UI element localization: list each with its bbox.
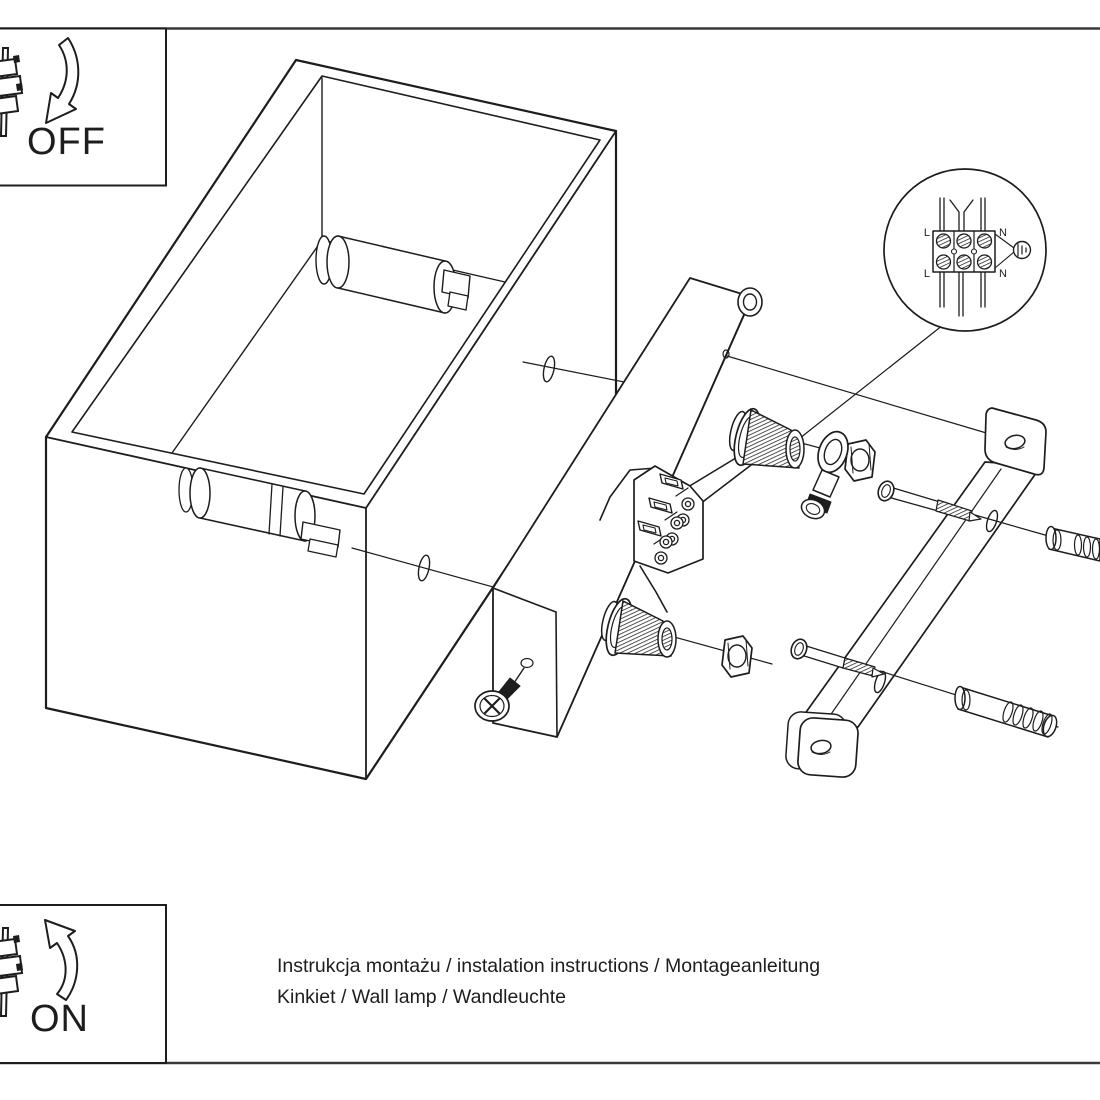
detail-leader-line <box>794 324 944 443</box>
screw-pilot-hole <box>520 657 534 669</box>
bracket-slot-upper <box>985 509 999 533</box>
on-label: ON <box>30 998 89 1040</box>
earth-ground-icon <box>1012 240 1032 260</box>
exploded-view: L N L N <box>44 58 1100 781</box>
caption: Instrukcja montażu / instalation instruc… <box>277 955 820 1008</box>
plate-keyhole <box>722 349 730 359</box>
terminal-wire-ports <box>654 497 695 565</box>
off-label: OFF <box>27 121 106 163</box>
wire-label-live-bottom: L <box>924 268 930 280</box>
cable-clamp <box>800 430 849 520</box>
mounting-screw-lower <box>790 638 885 678</box>
wall-anchor-upper <box>1045 525 1100 562</box>
wiring-detail-callout: L N L N <box>883 168 1047 332</box>
lamp-holder-upper <box>728 407 805 469</box>
off-legend-box: OFF <box>0 27 167 187</box>
lamp-holder-lower <box>600 597 677 658</box>
wall-anchor-lower <box>954 685 1058 738</box>
detail-terminal-screws <box>935 233 993 270</box>
socket-cylinder-upper <box>315 235 471 314</box>
phillips-screw <box>474 657 534 722</box>
curved-arrow-down-icon <box>45 37 80 124</box>
wire-label-neutral-top: N <box>999 227 1007 239</box>
hex-nut-lower <box>721 635 753 678</box>
cable-grommet <box>737 287 763 317</box>
terminal-block <box>633 465 704 574</box>
wire-label-neutral-bottom: N <box>999 268 1007 280</box>
on-legend-box: ON <box>0 904 167 1064</box>
lamp-shade-box <box>44 58 618 781</box>
wire-label-live-top: L <box>924 227 930 239</box>
caption-line-2: Kinkiet / Wall lamp / Wandleuchte <box>277 986 566 1008</box>
caption-line-1: Instrukcja montażu / instalation instruc… <box>277 955 820 977</box>
wall-bracket <box>785 407 1047 778</box>
curved-arrow-up-icon <box>44 919 79 1001</box>
bracket-tab-lower <box>785 711 859 778</box>
socket-cylinder-lower <box>178 467 341 558</box>
bracket-tab-upper <box>984 407 1047 476</box>
hex-nut-upper <box>844 439 876 482</box>
shade-hole-upper <box>542 355 556 383</box>
detail-wires <box>939 197 986 317</box>
mounting-screw-upper <box>877 480 982 522</box>
